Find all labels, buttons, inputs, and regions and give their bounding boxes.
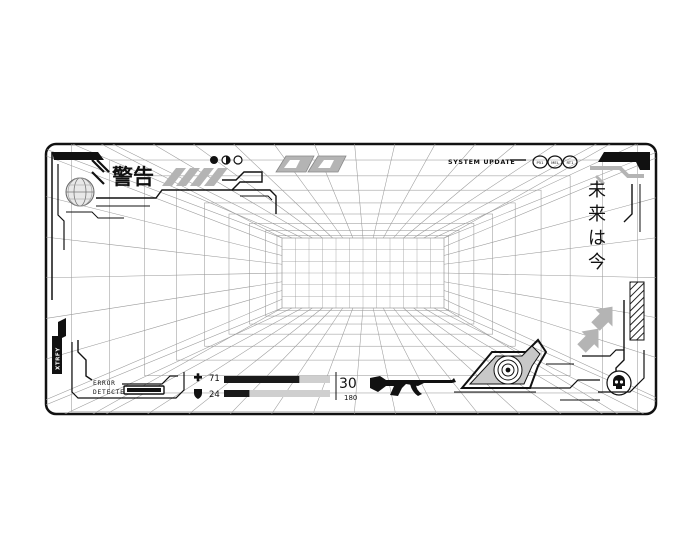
grid-line xyxy=(85,144,313,239)
grid-depth-ring xyxy=(276,235,449,311)
top-left-hud: 警告 xyxy=(51,152,277,300)
armor-bar-fill xyxy=(224,390,250,397)
grid-line xyxy=(433,144,656,239)
grid-line xyxy=(443,299,656,414)
health-value: 71 xyxy=(209,374,220,384)
left-side-hud: XTRFY ERROR DETECTED xyxy=(52,318,185,399)
grid-line xyxy=(443,229,656,265)
health-bar-fill xyxy=(224,376,300,383)
grid-line xyxy=(191,144,333,239)
status-panel: 71 24 30 180 xyxy=(194,372,456,402)
grid-line xyxy=(138,144,323,239)
grid-line xyxy=(413,144,617,239)
vertical-kanji-char: 未 xyxy=(588,180,606,201)
globe-icon xyxy=(65,177,95,207)
grid-line xyxy=(46,144,283,239)
mousepad-surface xyxy=(44,142,658,416)
grid-line xyxy=(46,281,283,329)
grid-depth-ring xyxy=(204,202,516,347)
top-center-shapes xyxy=(275,155,347,173)
vertical-kanji-char: 来 xyxy=(588,204,606,225)
grid-line xyxy=(46,307,293,414)
grid-depth-ring xyxy=(176,189,542,361)
right-side-hud xyxy=(560,281,645,401)
grid-line xyxy=(443,144,656,248)
system-update-label: SYSTEM UPDATE xyxy=(448,158,515,166)
grid-line xyxy=(433,307,656,414)
vertical-kanji-char: 今 xyxy=(588,252,606,273)
grid-line xyxy=(443,307,656,414)
grid-line xyxy=(46,144,293,239)
brand-label: XTRFY xyxy=(56,347,62,370)
grid-line xyxy=(403,144,564,239)
grid-line xyxy=(443,290,656,377)
grid-line xyxy=(383,144,458,239)
vertical-kanji-char: は xyxy=(588,228,606,249)
health-cross-icon xyxy=(194,373,202,382)
grid-line xyxy=(423,144,656,239)
grid-line xyxy=(46,290,283,377)
grid-line xyxy=(372,144,405,239)
grid-line xyxy=(443,281,656,329)
grid-depth-ring xyxy=(228,213,493,335)
status-pill-label: RT1 xyxy=(566,160,574,165)
slash-marks-icon xyxy=(91,159,110,185)
chevron-stripes-icon xyxy=(162,168,228,186)
error-label-line2: DETECTED xyxy=(93,389,129,396)
grid-line xyxy=(46,144,283,248)
grid-depth-ring xyxy=(109,159,603,394)
brand-tag: XTRFY xyxy=(52,336,62,374)
armor-value: 24 xyxy=(209,390,220,400)
grid-line xyxy=(46,144,303,239)
grid-line xyxy=(423,307,656,414)
grid-line xyxy=(46,307,283,414)
grid-depth-ring xyxy=(144,175,571,376)
grid-line xyxy=(46,298,283,414)
skull-logo-icon xyxy=(606,370,632,396)
grid-line xyxy=(443,144,656,239)
grid-depth-ring xyxy=(71,144,638,413)
radar-target-icon xyxy=(493,355,523,385)
ammo-clip-count: 30 xyxy=(339,376,357,392)
error-label-line1: ERROR xyxy=(93,380,116,387)
grid-line xyxy=(443,181,656,256)
grid-line xyxy=(46,272,283,280)
status-circles-icon xyxy=(210,155,243,165)
grid-line xyxy=(46,181,283,256)
grid-line xyxy=(350,307,364,414)
grid-line xyxy=(443,272,656,280)
radar-hud xyxy=(454,338,600,393)
grid-line xyxy=(350,144,364,239)
grid-line xyxy=(46,229,283,265)
ammo-reserve-count: 180 xyxy=(344,394,357,402)
grid-line xyxy=(393,144,511,239)
armor-shield-icon xyxy=(194,389,202,399)
armor-bar-track xyxy=(224,390,330,397)
grid-line xyxy=(443,144,656,239)
status-pill-label: MEL xyxy=(551,160,560,165)
status-pill-label: P51 xyxy=(536,160,544,165)
status-pill-group: P51 MEL RT1 xyxy=(532,155,578,169)
grid-line xyxy=(46,307,303,414)
rifle-icon xyxy=(370,376,456,396)
warning-kanji: 警告 xyxy=(111,165,154,189)
top-right-hud: SYSTEM UPDATE P51 MEL RT1 未 来 は 今 xyxy=(448,152,650,273)
grid-depth-ring xyxy=(265,230,460,317)
grid-depth-ring xyxy=(249,223,475,325)
